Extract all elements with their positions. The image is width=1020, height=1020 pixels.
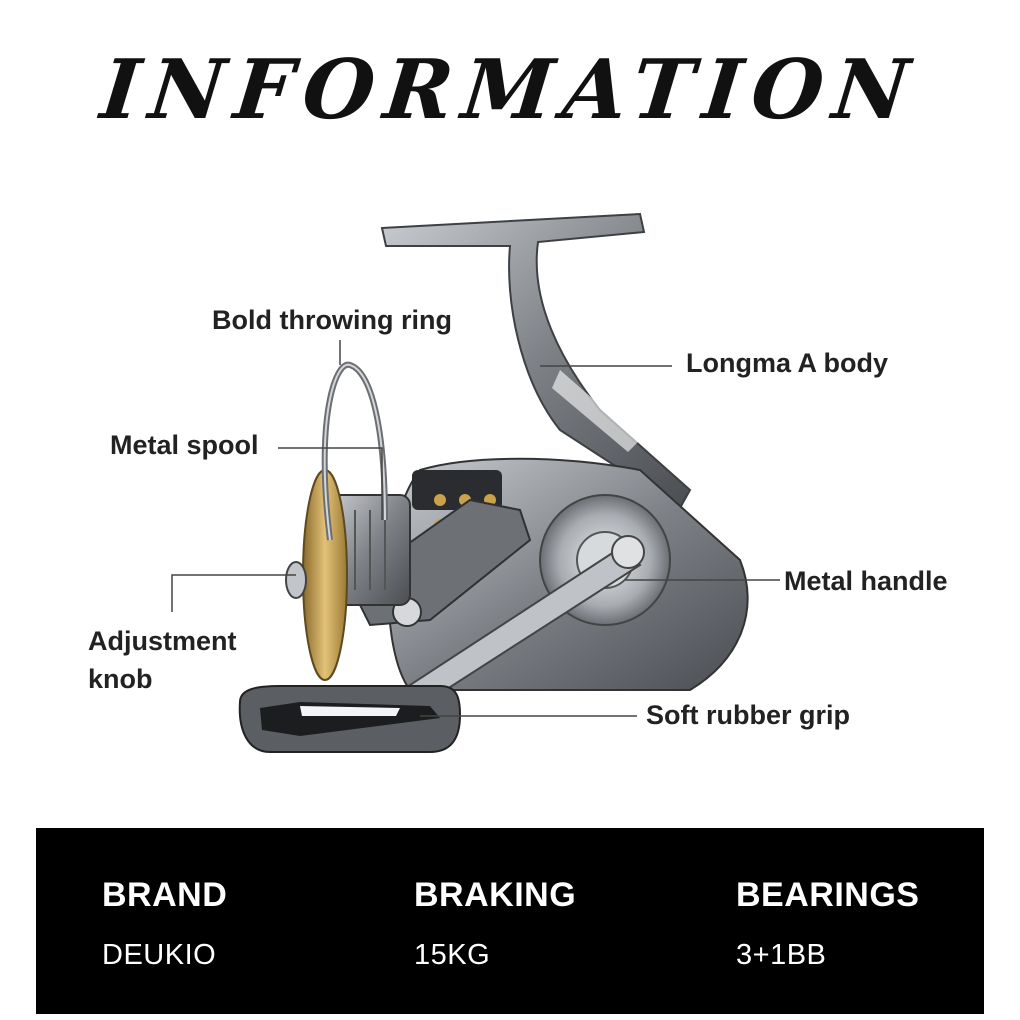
handle [238,535,645,753]
callout-metal-handle: Metal handle [784,566,948,596]
spec-brand-value: DEUKIO [102,939,217,971]
callout-bold-throwing-ring: Bold throwing ring [212,305,452,335]
spec-bearings: BEARINGS 3+1BB [736,876,919,972]
fishing-reel-image [171,212,780,753]
callout-metal-spool: Metal spool [110,430,259,460]
callout-longma-a-body: Longma A body [686,348,888,378]
spec-braking-label: BRAKING [414,876,577,914]
spec-braking-value: 15KG [414,939,491,971]
spec-braking: BRAKING 15KG [414,876,576,972]
callout-soft-rubber-grip: Soft rubber grip [646,700,850,730]
spool [285,469,411,681]
spec-brand: BRAND DEUKIO [102,876,227,972]
spec-brand-label: BRAND [102,876,228,914]
spec-bearings-value: 3+1BB [736,939,827,971]
spec-bearings-label: BEARINGS [736,876,920,914]
callout-lines [171,340,780,717]
callout-adjustment-knob: Adjustment knob [88,626,237,694]
reel-foot [380,212,692,510]
spec-bar: BRAND DEUKIO BRAKING 15KG BEARINGS 3+1BB [36,828,984,1014]
